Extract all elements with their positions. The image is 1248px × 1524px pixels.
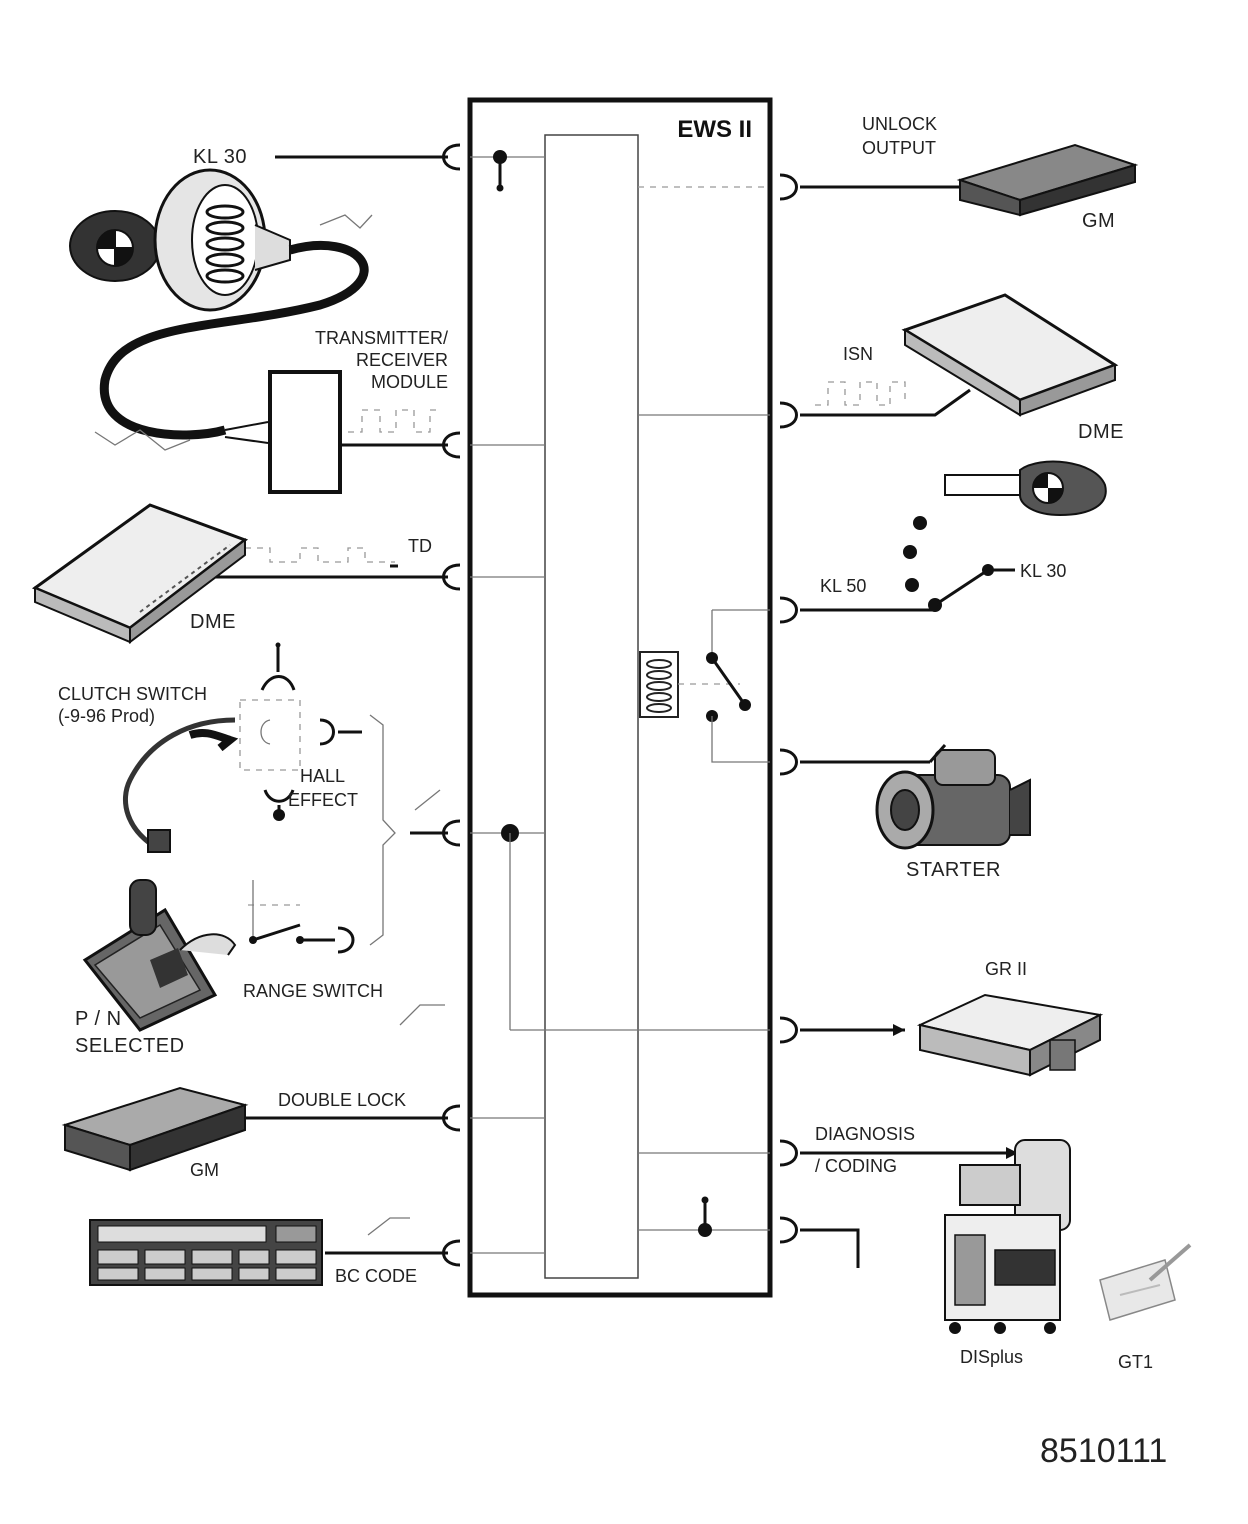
svg-text:DIAGNOSIS: DIAGNOSIS [815, 1124, 915, 1144]
ews-ii-module: EWS II [467, 97, 773, 1298]
kl50-label: KL 50 [820, 576, 866, 596]
displus-label: DISplus [960, 1347, 1023, 1367]
gm-left-label: GM [190, 1160, 219, 1180]
svg-text:RECEIVER: RECEIVER [356, 350, 448, 370]
bc-panel-illustration [89, 1219, 323, 1286]
gm-right-illustration [956, 143, 1139, 217]
double-lock-label: DOUBLE LOCK [278, 1090, 406, 1110]
right-wires [800, 185, 1018, 1268]
gt1-label: GT1 [1118, 1352, 1153, 1372]
unlock-output-label: UNLOCK OUTPUT [862, 114, 937, 158]
right-kl30-label: KL 30 [1020, 561, 1066, 581]
svg-text:OUTPUT: OUTPUT [862, 138, 936, 158]
svg-text:HALL: HALL [300, 766, 345, 786]
ignition-key-illustration [944, 460, 1107, 517]
svg-text:MODULE: MODULE [371, 372, 448, 392]
dme-right-label: DME [1078, 421, 1124, 443]
starter-illustration [875, 744, 1031, 850]
svg-text:CLUTCH SWITCH: CLUTCH SWITCH [58, 684, 207, 704]
hall-effect-label: HALL EFFECT [288, 766, 358, 810]
svg-text:EFFECT: EFFECT [288, 790, 358, 810]
clutch-switch-hall-illustration [122, 642, 396, 946]
isn-label: ISN [843, 344, 873, 364]
svg-text:/ CODING: / CODING [815, 1156, 897, 1176]
range-switch-label: RANGE SWITCH [243, 981, 383, 1001]
gt1-tester-illustration [1099, 1243, 1192, 1321]
svg-text:TRANSMITTER/: TRANSMITTER/ [315, 328, 448, 348]
figure-number: 8510111 [1040, 1432, 1167, 1470]
transmitter-receiver-box [268, 370, 342, 494]
svg-text:(-9-96 Prod): (-9-96 Prod) [58, 706, 155, 726]
left-wires [215, 155, 448, 1255]
left-connectors [442, 143, 461, 1267]
gm-right-label: GM [1082, 210, 1115, 232]
dme-right-illustration [901, 293, 1119, 417]
gear-selector-illustration [82, 879, 355, 1032]
ews-ii-title: EWS II [677, 116, 752, 143]
gr-ii-illustration [916, 993, 1104, 1077]
gm-left-illustration [61, 1086, 249, 1172]
starter-label: STARTER [906, 859, 1001, 881]
dme-left-illustration [31, 503, 249, 645]
clutch-switch-label: CLUTCH SWITCH (-9-96 Prod) [58, 684, 207, 726]
transmitter-receiver-label: TRANSMITTER/ RECEIVER MODULE [315, 328, 448, 392]
pn-selected-label: P / N SELECTED [75, 1008, 185, 1057]
td-label: TD [408, 536, 432, 556]
svg-text:P / N: P / N [75, 1008, 122, 1030]
gr-ii-label: GR II [985, 959, 1027, 979]
displus-tester-illustration [944, 1139, 1071, 1334]
dme-left-label: DME [190, 611, 236, 633]
left-kl30-label: KL 30 [193, 146, 247, 168]
bc-code-label: BC CODE [335, 1266, 417, 1286]
svg-text:UNLOCK: UNLOCK [862, 114, 937, 134]
ignition-key-antenna-illustration [69, 168, 373, 451]
right-connectors [779, 173, 798, 1244]
svg-text:SELECTED: SELECTED [75, 1035, 185, 1057]
diagnosis-coding-label: DIAGNOSIS / CODING [815, 1124, 915, 1176]
